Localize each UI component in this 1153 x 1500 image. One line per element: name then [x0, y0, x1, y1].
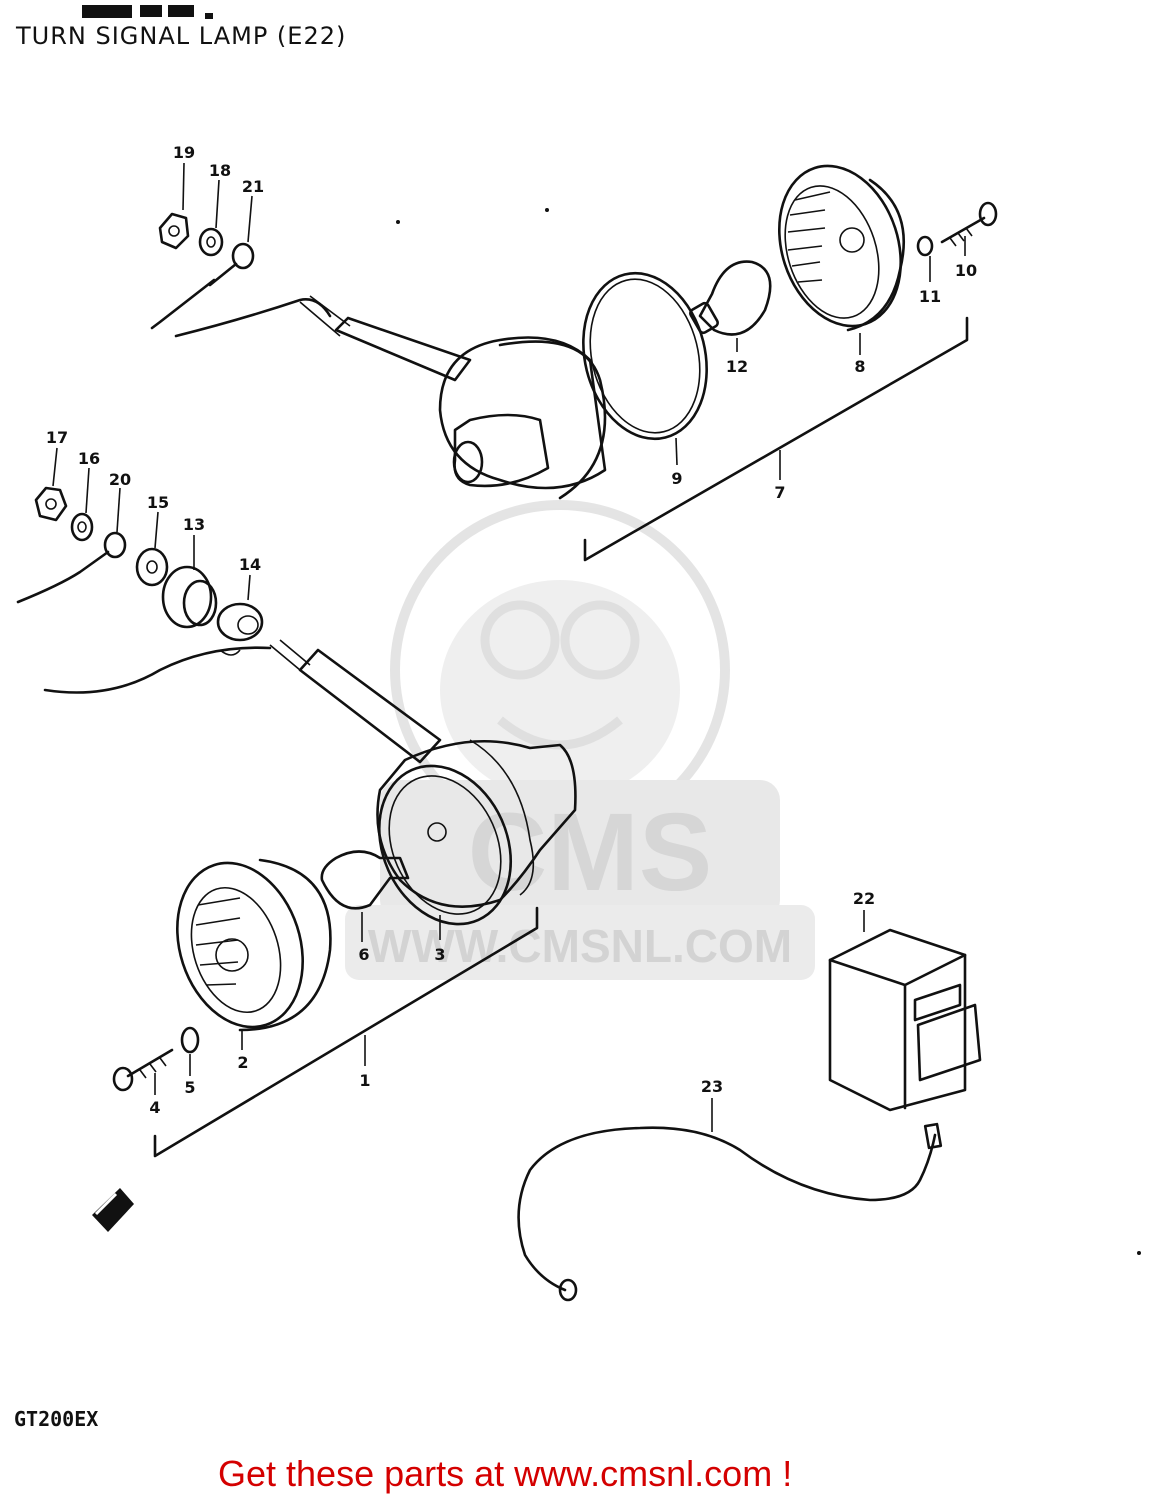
part-number-labels: 1 2 3 4 5 6 7 8 9 10 11 12 13 14 15 16 1…: [46, 143, 977, 1117]
watermark-brand: CMS: [468, 791, 712, 914]
lens-2: [176, 858, 332, 1050]
part-label-16: 16: [78, 449, 100, 468]
bulb-6: [320, 850, 410, 942]
washer-15: [135, 511, 169, 587]
lead-wire-23: [517, 1098, 943, 1302]
washer-5: [180, 1026, 200, 1076]
flasher-relay-22: [828, 910, 982, 1112]
nut-19: [158, 162, 190, 250]
front-direction-arrow: [92, 1188, 134, 1232]
washer-11: [916, 235, 934, 282]
washer-18: [198, 179, 224, 257]
part-label-5: 5: [184, 1078, 195, 1097]
watermark-url: WWW.CMSNL.COM: [368, 920, 792, 972]
part-label-2: 2: [237, 1053, 248, 1072]
grommet-13: [161, 535, 218, 629]
part-label-21: 21: [242, 177, 264, 196]
terminal-21: [150, 195, 255, 330]
part-label-15: 15: [147, 493, 169, 512]
part-label-22: 22: [853, 889, 875, 908]
part-label-9: 9: [671, 469, 682, 488]
part-label-19: 19: [173, 143, 195, 162]
part-label-1: 1: [359, 1071, 370, 1090]
part-label-20: 20: [109, 470, 131, 489]
part-label-6: 6: [358, 945, 369, 964]
part-label-23: 23: [701, 1077, 723, 1096]
screw-10: [940, 201, 998, 256]
part-label-11: 11: [919, 287, 941, 306]
part-label-7: 7: [774, 483, 785, 502]
scan-artifacts: [82, 5, 1141, 1255]
part-label-14: 14: [239, 555, 261, 574]
screw-4: [112, 1048, 174, 1095]
model-code: GT200EX: [14, 1407, 99, 1431]
terminal-20: [16, 487, 127, 604]
bulb-12: [689, 260, 772, 352]
rear-turn-signal-assembly: [150, 162, 998, 562]
part-label-17: 17: [46, 428, 68, 447]
part-label-10: 10: [955, 261, 977, 280]
part-label-4: 4: [149, 1098, 160, 1117]
part-label-18: 18: [209, 161, 231, 180]
diagram-title: TURN SIGNAL LAMP (E22): [16, 22, 347, 50]
nut-17: [34, 447, 68, 522]
washer-16: [70, 467, 94, 542]
part-label-12: 12: [726, 357, 748, 376]
front-turn-signal-assembly: [16, 447, 577, 1232]
gasket-9: [582, 271, 708, 466]
lens-8: [777, 164, 906, 355]
footer-link-text[interactable]: Get these parts at www.cmsnl.com !: [218, 1453, 793, 1494]
spacer-14: [216, 574, 264, 642]
part-label-13: 13: [183, 515, 205, 534]
watermark-logo: CMS WWW.CMSNL.COM: [345, 500, 815, 980]
part-label-8: 8: [854, 357, 865, 376]
part-label-3: 3: [434, 945, 445, 964]
